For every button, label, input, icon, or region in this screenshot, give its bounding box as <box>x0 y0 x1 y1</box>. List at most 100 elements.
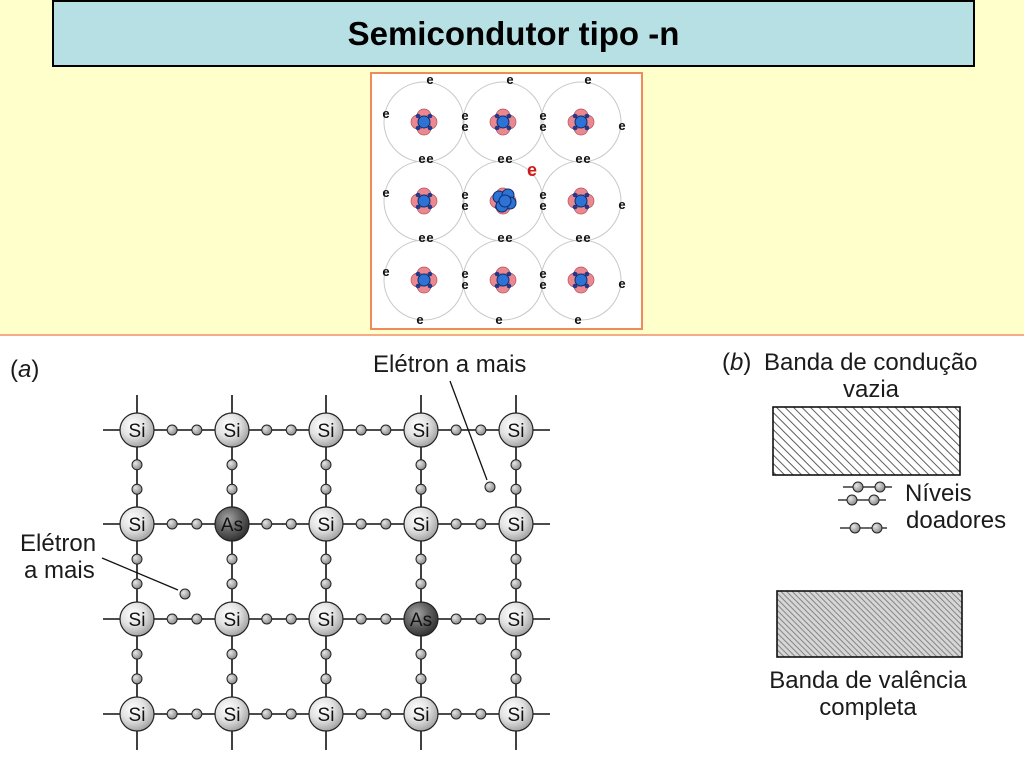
bond-electron <box>510 483 522 495</box>
atom-label: As <box>221 515 243 536</box>
atom-label: Si <box>318 705 335 726</box>
atom-circle <box>498 412 534 448</box>
atom-si: Si <box>214 696 250 732</box>
bond-electron <box>131 578 143 590</box>
atom-circle <box>308 506 344 542</box>
bond-electron <box>355 708 367 720</box>
bond-electron <box>450 708 462 720</box>
atom-si: Si <box>308 506 344 542</box>
donor-electron <box>846 494 858 506</box>
bond-electron <box>226 673 238 685</box>
bond-electron <box>166 518 178 530</box>
atom-si: Si <box>119 506 155 542</box>
bond-electron <box>320 483 332 495</box>
bond-electron <box>131 553 143 565</box>
bond-electron <box>191 424 203 436</box>
bond-electron <box>475 518 487 530</box>
bond-electron <box>415 483 427 495</box>
bond-electron <box>355 613 367 625</box>
donor-electron <box>852 481 864 493</box>
valence-band-label-line2: completa <box>819 694 917 721</box>
bond-electron <box>285 613 297 625</box>
atom-circle <box>403 696 439 732</box>
atom-si: Si <box>119 601 155 637</box>
donor-electron <box>871 522 883 534</box>
bond-electron <box>475 613 487 625</box>
atom-si: Si <box>308 696 344 732</box>
donor-levels-label-line1: Níveis <box>905 480 972 507</box>
lattice-bond-lines <box>103 395 550 750</box>
annotation-pointer-line <box>101 557 179 591</box>
annotation-pointer-line <box>449 380 488 481</box>
donor-electron <box>849 522 861 534</box>
atom-label: Si <box>508 610 525 631</box>
bond-electron <box>510 648 522 660</box>
bond-electron <box>226 553 238 565</box>
bond-electron <box>415 648 427 660</box>
atom-si: Si <box>214 412 250 448</box>
atom-label: Si <box>413 515 430 536</box>
atom-circle <box>498 601 534 637</box>
conduction-band-label-line1: Banda de condução <box>764 349 978 376</box>
atom-si: Si <box>403 412 439 448</box>
conduction-band-rect <box>772 406 961 476</box>
atom-circle <box>214 601 250 637</box>
extra-electron <box>484 481 496 493</box>
atom-label: Si <box>129 515 146 536</box>
donor-level <box>838 494 886 506</box>
donor-level <box>840 522 887 534</box>
atom-label: Si <box>318 515 335 536</box>
bond-electron <box>320 578 332 590</box>
bond-electron <box>320 673 332 685</box>
atom-si: Si <box>498 696 534 732</box>
bond-electron <box>380 518 392 530</box>
bond-electron <box>131 483 143 495</box>
bond-electron <box>261 518 273 530</box>
bond-electron <box>191 518 203 530</box>
atom-circle <box>119 601 155 637</box>
atom-label: Si <box>508 515 525 536</box>
bond-electron <box>166 613 178 625</box>
atom-circle <box>119 412 155 448</box>
bond-electron <box>320 459 332 471</box>
bond-electron <box>261 424 273 436</box>
donor-levels-label-line2: doadores <box>906 507 1006 534</box>
atom-si: Si <box>498 412 534 448</box>
atom-circle <box>214 412 250 448</box>
extra-electron-note-left-line2: a mais <box>24 557 95 584</box>
bond-electron <box>510 459 522 471</box>
extra-electron <box>179 588 191 600</box>
atom-label: Si <box>129 705 146 726</box>
bond-electron <box>320 648 332 660</box>
bond-electron <box>355 424 367 436</box>
bond-electron <box>415 553 427 565</box>
bond-electron <box>131 673 143 685</box>
bond-electron <box>380 424 392 436</box>
atom-circle <box>308 412 344 448</box>
bond-electrons <box>131 424 522 720</box>
atom-label: Si <box>224 421 241 442</box>
atom-label: As <box>410 610 432 631</box>
atom-label: Si <box>508 421 525 442</box>
bond-electron <box>450 518 462 530</box>
extra-electron-note-left-line1: Elétron <box>20 530 96 557</box>
donor-electron <box>874 481 886 493</box>
atom-circle <box>498 506 534 542</box>
bond-electron <box>380 613 392 625</box>
atom-label: Si <box>413 705 430 726</box>
atom-si: Si <box>403 506 439 542</box>
bond-electron <box>131 459 143 471</box>
bond-electron <box>320 553 332 565</box>
slide-title: Semicondutor tipo -n <box>347 15 680 52</box>
donor-level <box>843 481 892 493</box>
bond-electron <box>285 708 297 720</box>
atom-circle <box>214 506 250 542</box>
atom-si: Si <box>498 506 534 542</box>
atom-circle <box>308 601 344 637</box>
panel-b-label: (b) <box>722 349 751 376</box>
bond-electron <box>380 708 392 720</box>
energy-band-diagram: (b) Banda de condução vazia <box>722 349 1006 721</box>
